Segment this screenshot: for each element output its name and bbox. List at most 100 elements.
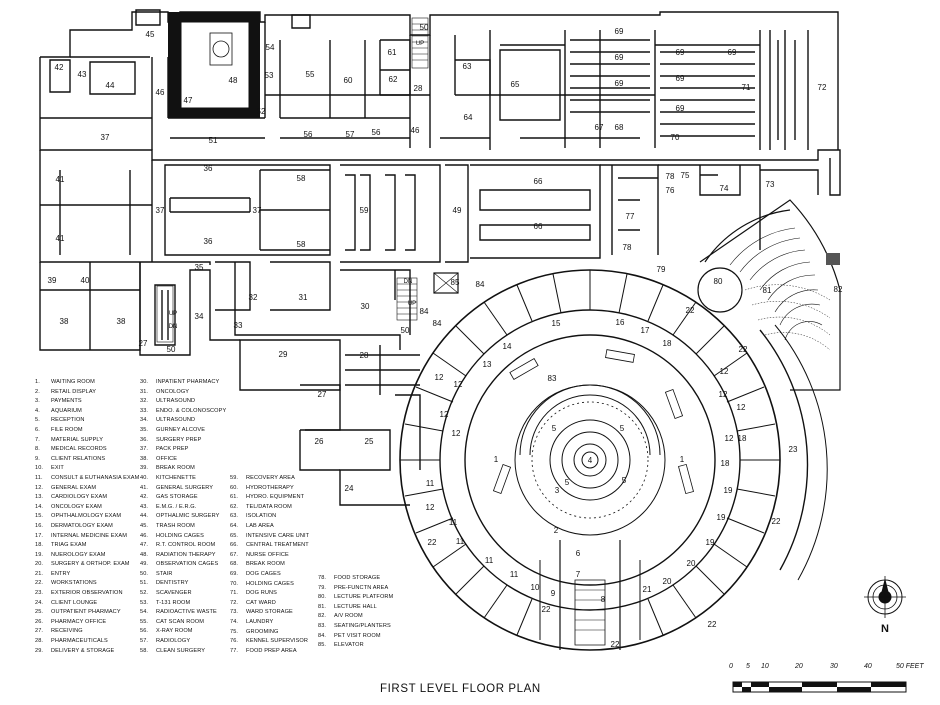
room-label: 44 bbox=[106, 81, 115, 90]
legend-item-number: 13. bbox=[35, 494, 44, 501]
legend-item: 72.CAT WARD bbox=[230, 599, 309, 609]
room-label: 84 bbox=[433, 319, 442, 328]
legend-item-label: WARD STORAGE bbox=[246, 609, 293, 616]
radiation-vault bbox=[168, 12, 260, 118]
room-label: 72 bbox=[818, 83, 827, 92]
legend-item: 56.X-RAY ROOM bbox=[140, 627, 226, 637]
north-arrow bbox=[864, 576, 906, 618]
legend-item: 55.CAT SCAN ROOM bbox=[140, 618, 226, 628]
room-label: 76 bbox=[666, 186, 675, 195]
legend-item-number: 59. bbox=[230, 475, 239, 481]
legend-item: 29.DELIVERY & STORAGE bbox=[35, 647, 139, 657]
legend-item-number: 49. bbox=[140, 561, 149, 568]
room-label: UP bbox=[408, 301, 416, 307]
legend-item-label: RECEIVING bbox=[51, 628, 83, 635]
legend-item: 77.FOOD PREP AREA bbox=[230, 647, 309, 657]
legend-item-number: 77. bbox=[230, 647, 239, 654]
legend-item-number: 73. bbox=[230, 609, 239, 616]
legend-item: 52.SCAVENGER bbox=[140, 589, 226, 599]
legend-item-label: BREAK ROOM bbox=[156, 465, 195, 472]
room-label: 5 bbox=[565, 478, 570, 487]
room-label: 43 bbox=[78, 70, 87, 79]
scale-tick-label: 5 bbox=[746, 663, 750, 670]
legend-item: 75.GROOMING bbox=[230, 628, 309, 638]
legend-item-number: 60. bbox=[230, 484, 239, 491]
legend-item-number: 20. bbox=[35, 561, 44, 568]
room-label: 8 bbox=[601, 595, 606, 604]
legend-item: 9.CLIENT RELATIONS bbox=[35, 455, 139, 465]
legend-item-number: 32. bbox=[140, 398, 149, 405]
legend-item: 73. WARD STORAGE bbox=[230, 608, 309, 618]
legend-item-number: 65. bbox=[230, 532, 239, 539]
legend-item-number: 41. bbox=[140, 484, 149, 491]
room-label: 41 bbox=[56, 234, 65, 243]
legend-item-number: 24. bbox=[35, 599, 44, 606]
legend-item-label: OUTPATIENT PHARMACY bbox=[51, 609, 121, 616]
room-label: 50 bbox=[167, 345, 176, 354]
room-label: 50 bbox=[420, 23, 429, 32]
legend-item: 50.STAIR bbox=[140, 570, 226, 580]
legend-item-label: LECTURE PLATFORM bbox=[334, 594, 394, 601]
legend-item-number: 37. bbox=[140, 446, 149, 453]
legend-item-label: CONSULT & EUTHANASIA EXAM bbox=[51, 474, 140, 481]
legend-item: 5.RECEPTION bbox=[35, 416, 139, 426]
legend-item-number: 16. bbox=[35, 522, 44, 529]
legend-item-label: EXTERIOR OBSERVATION bbox=[51, 590, 123, 597]
legend-item-label: TEL/DATA ROOM bbox=[246, 503, 292, 510]
room-label: 21 bbox=[643, 585, 652, 594]
north-wing-walls bbox=[39, 9, 841, 196]
legend-item-number: 5. bbox=[35, 417, 40, 424]
room-label: 67 bbox=[595, 123, 604, 132]
legend-item-label: HOLDING CAGES bbox=[156, 532, 204, 539]
legend-item-label: PAYMENTS bbox=[51, 398, 82, 405]
legend-item: 65.INTENSIVE CARE UNIT bbox=[230, 532, 309, 542]
legend-item-number: 58. bbox=[140, 647, 149, 654]
legend-item-label: INTERNAL MEDICINE EXAM bbox=[51, 532, 127, 539]
legend-item: 79.PRE-FUNCTN AREA bbox=[318, 584, 393, 594]
legend-item-number: 27. bbox=[35, 628, 44, 635]
room-label: 22 bbox=[428, 538, 437, 547]
legend-item: 39.BREAK ROOM bbox=[140, 464, 226, 474]
room-label: 58 bbox=[297, 240, 306, 249]
legend-item: 28.PHARMACEUTICALS bbox=[35, 637, 139, 647]
room-label: 9 bbox=[551, 589, 556, 598]
legend-item-number: 42. bbox=[140, 494, 149, 501]
legend-item-label: HYDRO. EQUIPMENT bbox=[246, 494, 305, 501]
legend-item-number: 38. bbox=[140, 455, 149, 462]
legend-item-label: TRIAG EXAM bbox=[51, 542, 87, 549]
legend-item-label: CARDIOLOGY EXAM bbox=[51, 494, 108, 501]
legend-item: 74.LAUNDRY bbox=[230, 618, 309, 628]
room-label: 46 bbox=[156, 88, 165, 97]
room-label: 23 bbox=[789, 445, 798, 454]
room-label: 68 bbox=[615, 123, 624, 132]
legend-item: 23.EXTERIOR OBSERVATION bbox=[35, 589, 139, 599]
legend-item-number: 64. bbox=[230, 522, 239, 529]
legend-item-number: 46. bbox=[140, 532, 149, 539]
legend-item-label: GURNEY ALCOVE bbox=[156, 426, 206, 433]
lecture-hall bbox=[697, 199, 841, 391]
legend-item: 63.ISOLATION bbox=[230, 512, 309, 522]
legend-item-number: 40. bbox=[140, 474, 149, 481]
legend-item-number: 2. bbox=[35, 388, 40, 395]
legend-item-label: PRE-FUNCTN AREA bbox=[334, 584, 389, 591]
legend-item-number: 30. bbox=[140, 379, 149, 385]
legend-item-label: OPHTHALMOLOGY EXAM bbox=[51, 513, 122, 520]
room-label: 28 bbox=[360, 351, 369, 360]
legend-item-label: WAITING ROOM bbox=[51, 379, 95, 385]
legend-item-number: 7. bbox=[35, 436, 40, 443]
room-label: 35 bbox=[195, 263, 204, 272]
legend-item-label: GROOMING bbox=[246, 628, 279, 635]
room-label: 69 bbox=[676, 48, 685, 57]
legend-item-number: 25. bbox=[35, 609, 44, 616]
legend-item: 4.AQUARIUM bbox=[35, 407, 139, 417]
legend-item-label: INPATIENT PHARMACY bbox=[156, 379, 220, 385]
legend-item-number: 34. bbox=[140, 417, 149, 424]
room-label: 34 bbox=[195, 312, 204, 321]
legend-item: 2.RETAIL DISPLAY bbox=[35, 388, 139, 398]
legend-item-number: 4. bbox=[35, 407, 40, 414]
room-label: 12 bbox=[440, 410, 449, 419]
room-label: 28 bbox=[414, 84, 423, 93]
legend-item: 12.GENERAL EXAM bbox=[35, 484, 139, 494]
legend-item-label: FILE ROOM bbox=[51, 426, 83, 433]
room-label: 11 bbox=[485, 556, 494, 565]
